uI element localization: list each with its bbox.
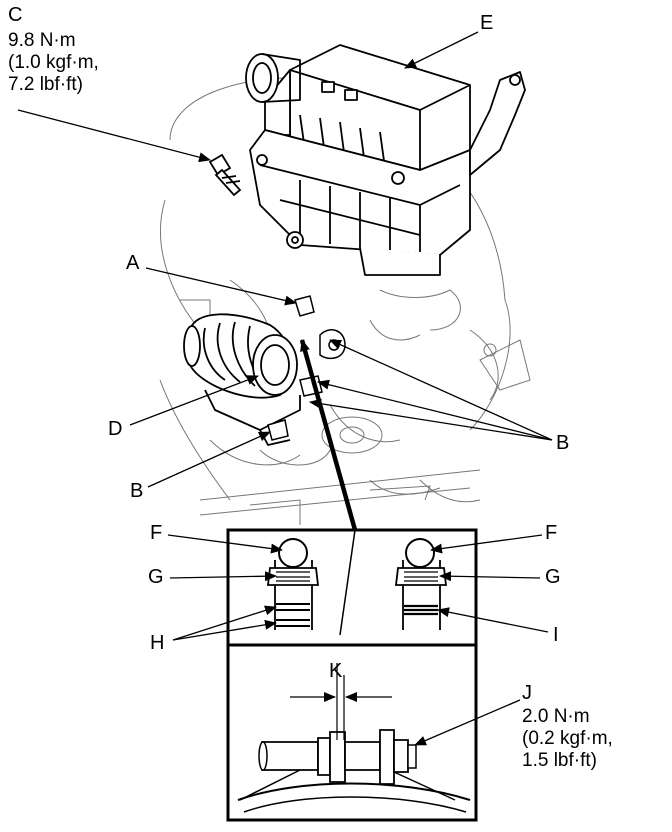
callout-e: E <box>480 12 494 34</box>
detail-inset <box>226 528 478 822</box>
callout-g-right: G <box>545 566 561 588</box>
callout-k: K <box>329 660 343 682</box>
callout-j: J <box>522 682 532 704</box>
torque-j-line1: 2.0 N·m <box>522 706 590 727</box>
intake-duct <box>183 313 301 446</box>
leader-c <box>17 109 211 163</box>
callout-b-right: B <box>556 432 570 454</box>
callout-i: I <box>553 624 559 646</box>
leader-f-left <box>167 534 283 554</box>
callout-h: H <box>150 632 165 654</box>
callout-d: D <box>108 418 123 440</box>
torque-spec-c: 9.8 N·m (1.0 kgf·m, 7.2 lbf·ft) <box>8 30 99 96</box>
callout-g-left: G <box>148 566 164 588</box>
torque-c-line2: (1.0 kgf·m, <box>8 52 99 73</box>
leader-b-right-2 <box>317 379 553 441</box>
bolt-c <box>208 153 242 197</box>
leader-a <box>145 267 297 306</box>
leader-b-lower <box>147 431 271 488</box>
air-cleaner-housing <box>245 44 526 276</box>
torque-j-line3: 1.5 lbf·ft) <box>522 750 597 771</box>
leader-h-1 <box>172 605 277 641</box>
torque-c-line3: 7.2 lbf·ft) <box>8 74 83 95</box>
torque-j-line2: (0.2 kgf·m, <box>522 728 613 749</box>
callout-a: A <box>126 252 140 274</box>
leader-e <box>404 31 479 69</box>
leader-g-right <box>439 571 541 582</box>
leader-b-right-1 <box>329 339 553 441</box>
leader-j <box>414 699 521 746</box>
leader-d <box>129 375 259 426</box>
callout-f-left: F <box>150 522 163 544</box>
leader-f-right <box>430 534 543 554</box>
callout-f-right: F <box>545 522 558 544</box>
leader-i <box>437 607 549 633</box>
leader-g-left <box>169 571 277 582</box>
torque-c-line1: 9.8 N·m <box>8 30 76 51</box>
callout-c: C <box>8 4 23 26</box>
detail-pointer-arrow <box>299 339 358 531</box>
leader-h-2 <box>172 619 277 641</box>
torque-spec-j: 2.0 N·m (0.2 kgf·m, 1.5 lbf·ft) <box>522 706 613 772</box>
leader-b-right-3 <box>309 398 553 441</box>
callout-b-lower: B <box>130 480 144 502</box>
leader-lines <box>17 31 553 746</box>
